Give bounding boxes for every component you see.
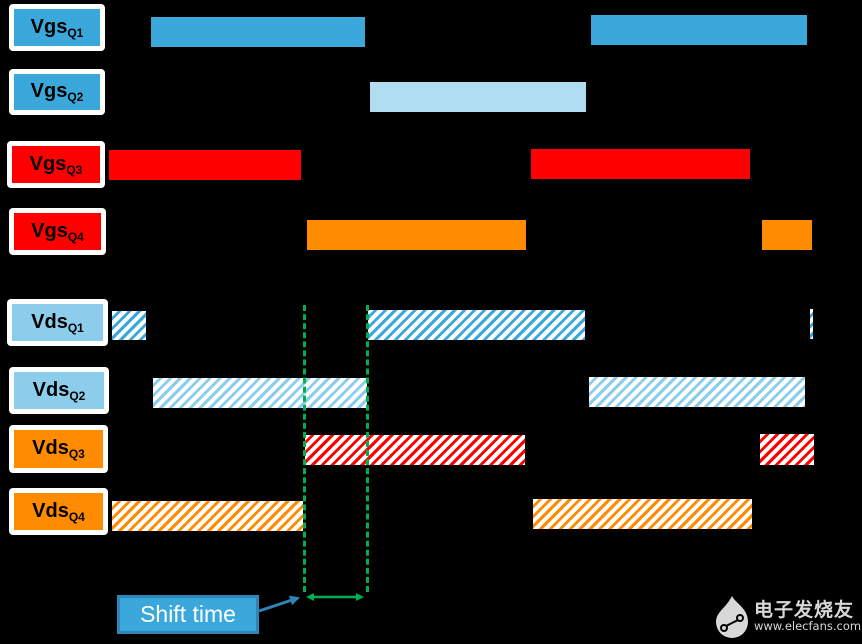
pulse-vgs-q4-2 bbox=[762, 220, 812, 250]
signal-label-vds-q4: VdsQ4 bbox=[9, 488, 108, 535]
elecfans-logo-icon bbox=[716, 596, 748, 638]
signal-label-vgs-q4: VgsQ4 bbox=[9, 208, 106, 255]
pulse-vgs-q1-1 bbox=[151, 17, 365, 47]
pulse-vds-q1-3 bbox=[810, 309, 813, 339]
signal-name: VdsQ3 bbox=[32, 437, 85, 461]
signal-label-vds-q1: VdsQ1 bbox=[7, 299, 108, 346]
pulse-vds-q4-1 bbox=[112, 501, 303, 531]
elecfans-watermark: 电子发烧友 www.elecfans.com bbox=[712, 590, 862, 640]
shift-time-callout: Shift time bbox=[117, 595, 259, 634]
pulse-vds-q2-1 bbox=[153, 378, 367, 408]
watermark-chinese-text: 电子发烧友 bbox=[754, 600, 855, 621]
pulse-vds-q1-2 bbox=[368, 310, 585, 340]
pulse-vgs-q4-1 bbox=[307, 220, 526, 250]
signal-label-vgs-q3: VgsQ3 bbox=[7, 141, 105, 188]
shift-time-label: Shift time bbox=[140, 601, 236, 627]
signal-name: VgsQ3 bbox=[29, 152, 83, 177]
signal-label-vgs-q1: VgsQ1 bbox=[9, 4, 105, 51]
signal-name: VdsQ2 bbox=[32, 378, 86, 403]
pulse-vgs-q1-2 bbox=[591, 15, 807, 45]
pulse-vgs-q3-2 bbox=[531, 149, 750, 179]
callout-pointer-arrow bbox=[258, 595, 300, 613]
signal-label-vgs-q2: VgsQ2 bbox=[9, 69, 105, 115]
signal-name: VdsQ4 bbox=[32, 499, 85, 524]
signal-label-vds-q2: VdsQ2 bbox=[9, 367, 109, 414]
pulse-vgs-q2-1 bbox=[370, 82, 586, 112]
pulse-vds-q2-2 bbox=[589, 377, 805, 407]
signal-name: VgsQ1 bbox=[30, 15, 84, 40]
pulse-vds-q3-2 bbox=[760, 434, 814, 465]
signal-name: VdsQ1 bbox=[31, 310, 84, 335]
pulse-vds-q4-2 bbox=[533, 499, 752, 529]
shift-boundary-line-1 bbox=[303, 305, 306, 592]
shift-boundary-line-2 bbox=[366, 305, 369, 592]
signal-name: VgsQ2 bbox=[30, 80, 84, 104]
pulse-vds-q1-1 bbox=[112, 311, 146, 340]
pulse-vgs-q3-1 bbox=[109, 150, 301, 180]
watermark-url: www.elecfans.com bbox=[754, 619, 862, 633]
signal-name: VgsQ4 bbox=[31, 219, 84, 244]
pulse-vds-q3-1 bbox=[305, 435, 525, 465]
signal-label-vds-q3: VdsQ3 bbox=[9, 425, 108, 473]
